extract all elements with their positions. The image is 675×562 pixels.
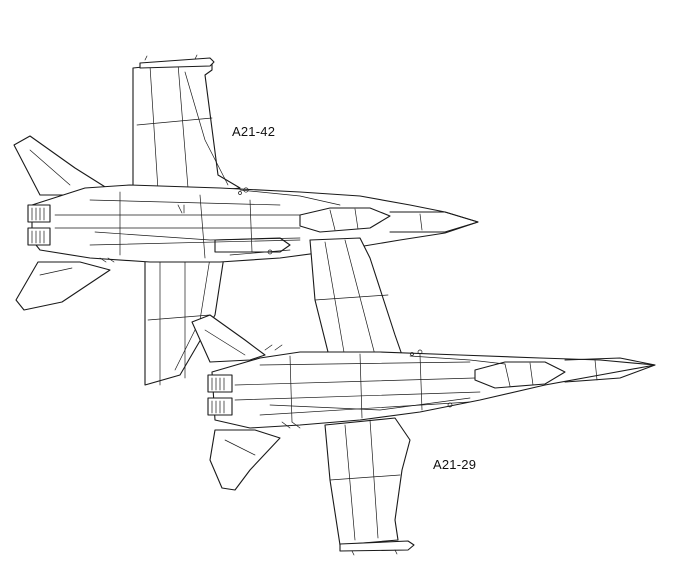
lower-aircraft (191, 237, 656, 556)
bottom-aircraft-label: A21-29 (433, 457, 477, 472)
top-aircraft-label: A21-42 (232, 124, 276, 139)
upper-aircraft (13, 54, 479, 386)
